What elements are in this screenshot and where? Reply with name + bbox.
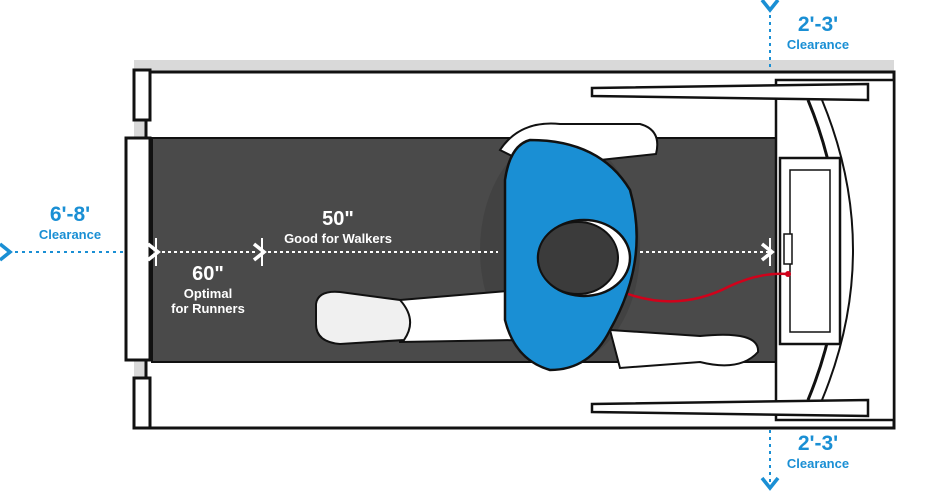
- clearance-bottom-text: Clearance: [786, 456, 850, 471]
- clearance-top-value: 2'-3': [797, 13, 839, 36]
- handrails: [590, 82, 870, 418]
- clearance-rear-label: 6'-8' Clearance: [30, 204, 110, 241]
- safety-cord: [627, 272, 789, 303]
- clearance-bottom-value: 2'-3': [797, 432, 839, 455]
- clearance-rear-text: Clearance: [38, 227, 102, 242]
- runner-figure: [315, 122, 760, 372]
- clearance-top-text: Clearance: [786, 37, 850, 52]
- belt-measure-50: [252, 238, 775, 266]
- belt-runners-line2: for Runners: [171, 301, 245, 316]
- clearance-top-label: 2'-3' Clearance: [782, 14, 854, 51]
- belt-runners-label: 60" Optimal for Runners: [160, 264, 256, 316]
- belt-walkers-label: 50" Good for Walkers: [268, 209, 408, 246]
- belt-runners-value: 60": [192, 263, 224, 285]
- treadmill-console: [774, 78, 896, 422]
- belt-runners-line1: Optimal: [183, 286, 233, 301]
- belt-walkers-value: 50": [322, 208, 354, 230]
- belt-walkers-text: Good for Walkers: [284, 231, 392, 246]
- belt-measure-60: [146, 238, 256, 266]
- clearance-bottom-label: 2'-3' Clearance: [782, 433, 854, 470]
- clearance-rear-value: 6'-8': [49, 203, 91, 226]
